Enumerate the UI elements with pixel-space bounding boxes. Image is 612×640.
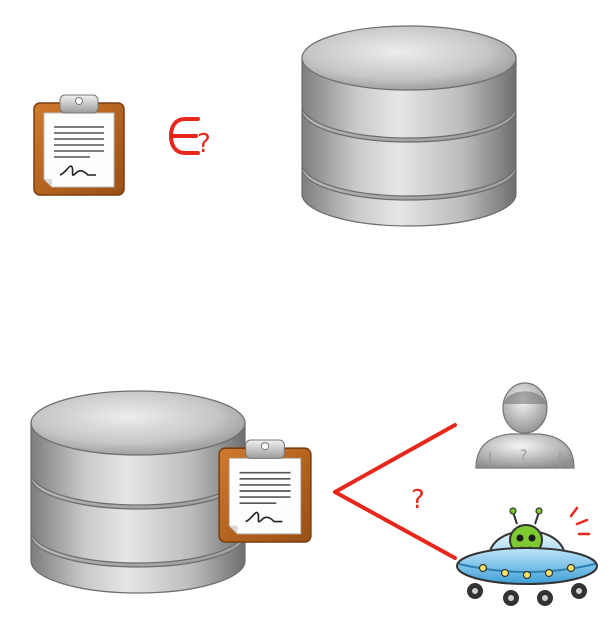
membership-question-symbol: ? bbox=[168, 111, 236, 161]
branching-lines: ? bbox=[325, 415, 465, 565]
element-of-symbol bbox=[168, 117, 200, 155]
branch-line-lower bbox=[333, 490, 457, 560]
membership-question-mark: ? bbox=[197, 129, 211, 159]
unknown-user-icon: ? bbox=[470, 380, 580, 475]
branch-line-upper bbox=[333, 423, 457, 494]
alien-ufo-icon bbox=[453, 498, 603, 610]
identity-question-mark: ? bbox=[411, 485, 425, 515]
database-icon bbox=[298, 22, 520, 230]
clipboard-document-icon bbox=[30, 93, 128, 197]
shirt-question-mark: ? bbox=[520, 448, 527, 464]
clipboard-document-icon bbox=[215, 438, 315, 544]
